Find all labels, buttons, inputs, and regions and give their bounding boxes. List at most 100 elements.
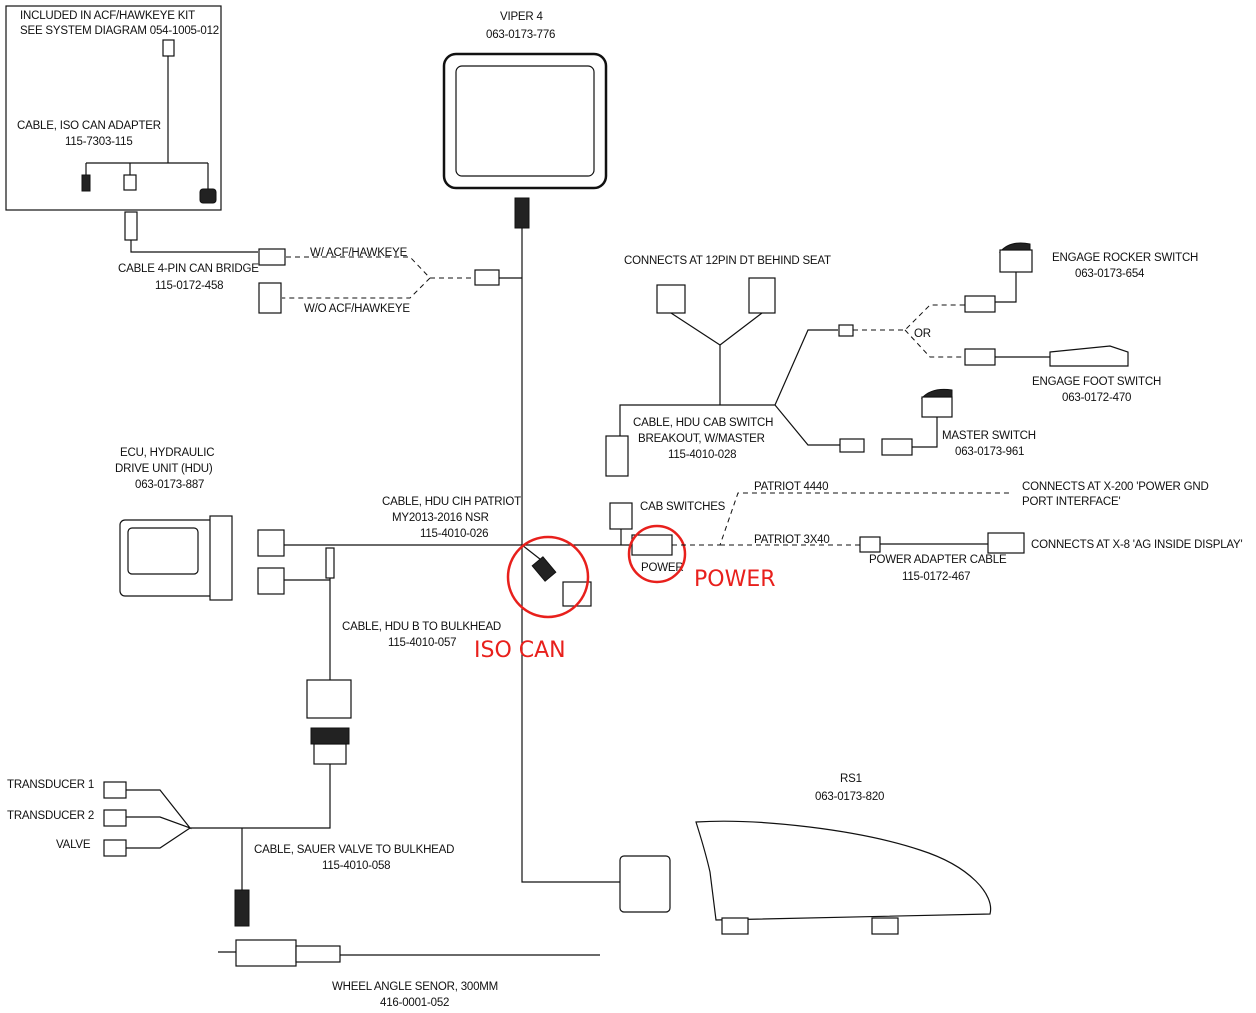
iso-adapter-top-connector [162, 39, 175, 57]
ecu-line1: ECU, HYDRAULIC [120, 447, 214, 459]
viper-name: VIPER 4 [500, 11, 544, 23]
seat-connector-2 [748, 277, 776, 314]
patriot-cable-pn: 115-4010-026 [420, 528, 488, 540]
sauer-name: CABLE, SAUER VALVE TO BULKHEAD [254, 844, 454, 856]
ecu-connector-a [257, 529, 285, 557]
iso-can-annotation: ISO CAN [474, 638, 566, 663]
ecu-line2: DRIVE UNIT (HDU) [115, 463, 213, 475]
hdu-b-pn: 115-4010-057 [388, 637, 456, 649]
power-annotation: POWER [694, 567, 776, 592]
power-adapter-plug-2 [987, 532, 1025, 554]
master-name: MASTER SWITCH [942, 430, 1036, 442]
foot-name: ENGAGE FOOT SWITCH [1032, 376, 1161, 388]
x200-line2: PORT INTERFACE' [1022, 496, 1120, 508]
kit-box [5, 5, 222, 211]
cab-switches-label: CAB SWITCHES [640, 501, 726, 513]
rs1-connector [619, 855, 671, 913]
x200-line1: CONNECTS AT X-200 'POWER GND [1022, 481, 1209, 493]
can-bridge-name: CABLE 4-PIN CAN BRIDGE [118, 263, 259, 275]
can-bridge-connector-wo [258, 282, 282, 314]
viper-pn: 063-0173-776 [486, 29, 555, 41]
cab-switch-line1: CABLE, HDU CAB SWITCH [633, 417, 773, 429]
viper-display [442, 52, 608, 190]
can-bridge-connector [124, 211, 138, 241]
hdu-b-splice [325, 547, 335, 579]
iso-can-plug [531, 556, 557, 582]
patriot4440-label: PATRIOT 4440 [754, 481, 828, 493]
rocker-plug [964, 295, 996, 313]
valve-plug [103, 839, 127, 857]
master-plug [881, 438, 913, 456]
iso-adapter-plug-1 [81, 174, 91, 192]
wheel-sensor-connector [234, 889, 250, 927]
transducer2-plug [103, 809, 127, 827]
patriot3x40-label: PATRIOT 3X40 [754, 534, 830, 546]
x8-label: CONNECTS AT X-8 'AG INSIDE DISPLAY' [1031, 539, 1242, 551]
wheel-pn: 416-0001-052 [380, 997, 449, 1009]
power-highlight [627, 524, 687, 584]
bulkhead-ring [310, 727, 350, 745]
rs1-foot-right [871, 917, 899, 935]
cab-switches-connector [609, 502, 633, 530]
rs1-foot-left [721, 917, 749, 935]
master-switch [921, 396, 953, 418]
iso-adapter-pn: 115-7303-115 [65, 136, 133, 148]
master-cable-connector [839, 438, 865, 453]
foot-switch [1049, 345, 1129, 367]
rs1-pn: 063-0173-820 [815, 791, 884, 803]
can-bridge-connector-w [258, 248, 286, 266]
foot-pn: 063-0172-470 [1062, 392, 1131, 404]
ecu-connector-block [209, 515, 233, 601]
master-cap [920, 388, 953, 399]
patriot-cable-line2: MY2013-2016 NSR [392, 512, 489, 524]
rocker-pn: 063-0173-654 [1075, 268, 1145, 280]
power-adapter-pn: 115-0172-467 [902, 571, 970, 583]
bulkhead-connector-bottom [313, 743, 347, 765]
kit-box-line2: SEE SYSTEM DIAGRAM 054-1005-012 [20, 25, 219, 37]
bulkhead-connector-top [306, 679, 352, 719]
seat-connector-1 [656, 284, 686, 314]
cab-switch-connector [605, 435, 629, 477]
can-bridge-join-connector [474, 269, 500, 286]
iso-adapter-name: CABLE, ISO CAN ADAPTER [17, 120, 161, 132]
transducer1-label: TRANSDUCER 1 [7, 779, 94, 791]
valve-label: VALVE [56, 839, 91, 851]
master-pn: 063-0173-961 [955, 446, 1024, 458]
power-connector [631, 534, 673, 556]
power-adapter-name: POWER ADAPTER CABLE [869, 554, 1007, 566]
rocker-name: ENGAGE ROCKER SWITCH [1052, 252, 1198, 264]
cab-switch-branch-connector [838, 324, 854, 337]
rs1-housing [695, 820, 992, 921]
rocker-switch [999, 249, 1033, 273]
sauer-pn: 115-4010-058 [322, 860, 390, 872]
wheel-sensor-body [235, 939, 297, 967]
can-bridge-without: W/O ACF/HAWKEYE [304, 303, 410, 315]
rs1-name: RS1 [840, 773, 862, 785]
viper-connector [514, 197, 530, 229]
iso-can-highlight [506, 535, 590, 619]
foot-plug [964, 348, 996, 366]
wheel-sensor-sleeve [295, 945, 341, 963]
wheel-name: WHEEL ANGLE SENOR, 300MM [332, 981, 498, 993]
hdu-b-name: CABLE, HDU B TO BULKHEAD [342, 621, 501, 633]
seat-label: CONNECTS AT 12PIN DT BEHIND SEAT [624, 255, 831, 267]
ecu-pn: 063-0173-887 [135, 479, 204, 491]
can-bridge-pn: 115-0172-458 [155, 280, 223, 292]
transducer1-plug [103, 781, 127, 799]
iso-adapter-plug-3 [199, 188, 217, 204]
cab-switch-pn: 115-4010-028 [668, 449, 736, 461]
kit-box-line1: INCLUDED IN ACF/HAWKEYE KIT [20, 10, 195, 22]
power-small-label: POWER [641, 562, 683, 574]
viper-screen [455, 65, 595, 177]
patriot-cable-line1: CABLE, HDU CIH PATRIOT [382, 496, 521, 508]
or-label: OR [914, 328, 931, 340]
iso-adapter-plug-2 [123, 174, 137, 191]
ecu-face [127, 527, 199, 575]
power-adapter-plug-1 [859, 536, 881, 553]
cab-switch-line2: BREAKOUT, W/MASTER [638, 433, 765, 445]
transducer2-label: TRANSDUCER 2 [7, 810, 94, 822]
can-bridge-with: W/ ACF/HAWKEYE [310, 247, 408, 259]
ecu-connector-b [257, 567, 285, 595]
